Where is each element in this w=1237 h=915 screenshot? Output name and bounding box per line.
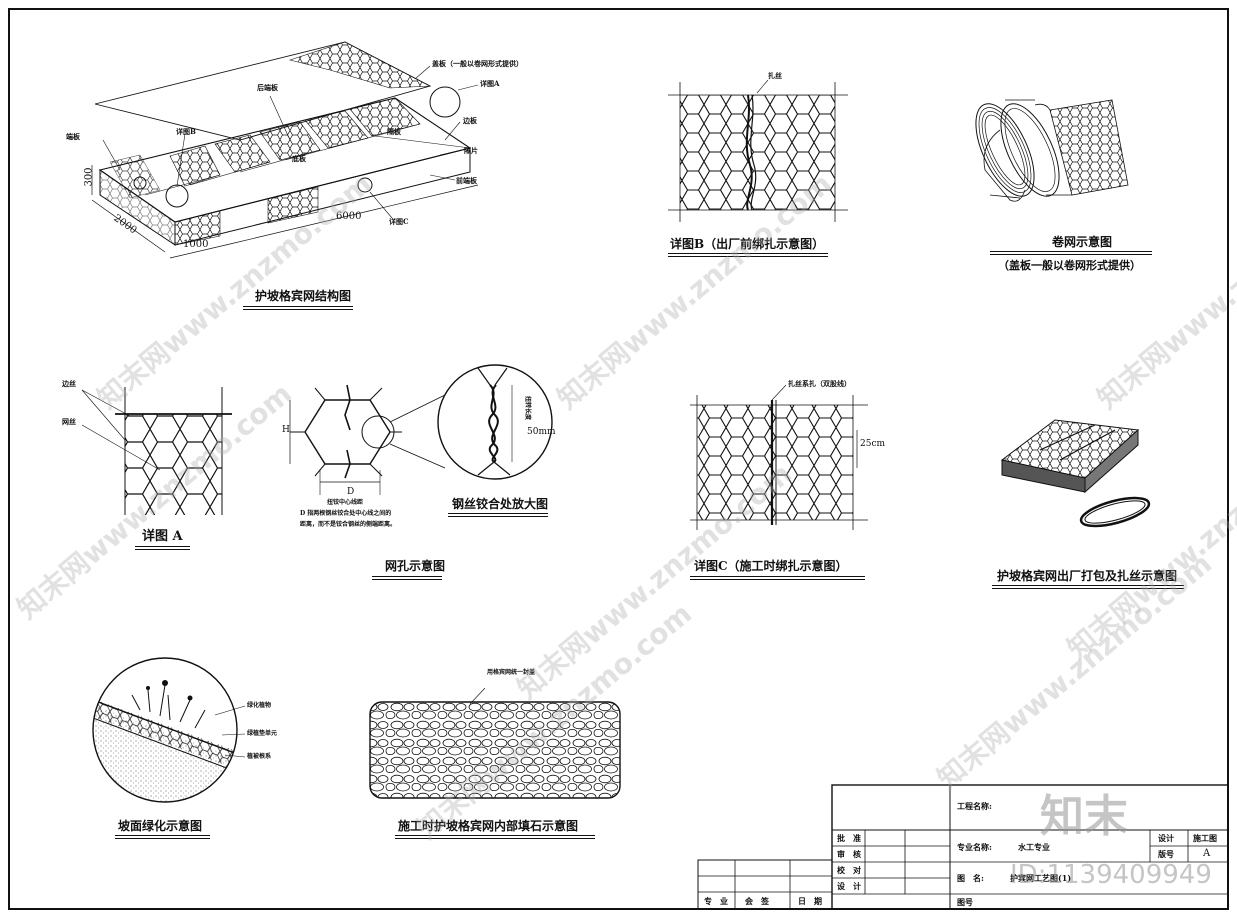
tb-specialty-value: 水工专业	[1018, 842, 1050, 852]
sheet-border	[8, 8, 1229, 910]
label-d-note-2: 距离，而不是铰合钢丝的侧端距离。	[300, 521, 397, 528]
dim-300: 300	[83, 167, 95, 187]
label-end-panel: 端板	[66, 132, 80, 141]
caption-mesh-hole: 网孔示意图	[385, 559, 446, 573]
label-mesh-wire: 网丝	[62, 417, 76, 426]
label-twist-dim: 50mm	[527, 427, 556, 437]
label-partition-piece: 隔片	[464, 146, 478, 155]
tb-design-stage-value: 施工图	[1193, 833, 1217, 843]
mesh-hole-drawing	[289, 384, 446, 495]
tb-sign-specialty: 专 业	[704, 896, 728, 906]
underline-detail-a	[135, 546, 190, 550]
label-d-note-1: D 指两根钢丝铰合处中心线之间的	[300, 510, 392, 517]
underline-greening	[115, 835, 210, 839]
underline-twist	[448, 513, 548, 517]
tb-drawing-name-label: 图 名:	[957, 873, 984, 883]
caption-detail-c: 详图C（施工时绑扎示意图）	[694, 559, 848, 573]
underline-stone	[395, 835, 595, 839]
underline-structure	[243, 306, 353, 310]
label-partition: 隔板	[387, 127, 401, 136]
tb-specialty-label: 专业名称:	[957, 842, 992, 852]
label-edge-wire: 边丝	[62, 379, 76, 388]
tb-sign-date: 日 期	[798, 896, 822, 906]
tb-version-label: 版号	[1158, 849, 1174, 859]
roll-mesh-drawing	[975, 99, 1129, 202]
underline-detail-c	[690, 576, 865, 580]
caption-roll-sub: （盖板一般以卷网形式提供）	[998, 259, 1141, 272]
greening-drawing	[92, 657, 246, 803]
detail-c-drawing	[690, 384, 868, 530]
tb-sign-countersign: 会 签	[745, 896, 769, 906]
label-front-panel: 前端板	[456, 176, 477, 185]
dim-1000: 1000	[183, 239, 209, 250]
label-binding-double: 扎丝系扎（双股线）	[788, 379, 851, 388]
detail-b-drawing	[668, 79, 848, 222]
label-cover: 盖板（一般以卷网形式提供）	[432, 59, 523, 68]
label-d: D	[347, 487, 355, 497]
caption-roll: 卷网示意图	[1052, 235, 1113, 249]
label-h: H	[282, 425, 290, 435]
tb-design-stage-label: 设计	[1158, 833, 1174, 843]
label-binding-wire: 扎丝	[768, 71, 782, 80]
caption-detail-b: 详图B（出厂前绑扎示意图）	[670, 237, 825, 251]
tb-review: 审 核	[837, 849, 861, 859]
watermark-id: ID:1139409949	[1010, 860, 1212, 890]
underline-roll	[990, 251, 1152, 255]
stone-fill-drawing	[369, 687, 621, 799]
tb-drawing-no-label: 图号	[957, 897, 973, 907]
underline-mesh-hole	[372, 576, 442, 580]
label-plant: 绿化植物	[247, 702, 272, 709]
label-twist-length: 扭转长度	[524, 395, 532, 421]
detail-a-drawing	[81, 387, 232, 515]
watermark-logo: 知末	[1040, 791, 1128, 842]
tb-project-name-label: 工程名称:	[957, 801, 992, 811]
caption-packaging: 护坡格宾网出厂打包及扎丝示意图	[997, 569, 1178, 583]
label-bottom: 底板	[292, 154, 306, 163]
tb-drawing-name-value: 护宾网工艺图(1)	[1010, 873, 1072, 883]
underline-packaging	[992, 585, 1184, 589]
label-rear-panel: 后端板	[257, 83, 278, 92]
caption-greening: 坡面绿化示意图	[118, 819, 203, 833]
dim-6000: 6000	[336, 211, 362, 222]
tb-approve: 批 准	[837, 833, 861, 843]
label-stone-top: 用格宾网统一封盖	[487, 669, 536, 676]
label-soil: 植被根系	[247, 753, 272, 760]
caption-stone: 施工时护坡格宾网内部填石示意图	[398, 819, 579, 833]
twist-enlarged-drawing	[437, 364, 553, 480]
label-side: 边板	[463, 116, 477, 125]
underline-detail-b	[668, 253, 828, 257]
caption-detail-a: 详图 A	[142, 529, 183, 544]
label-detail-c-ref: 详图C	[389, 217, 409, 226]
caption-structure: 护坡格宾网结构图	[255, 289, 352, 303]
label-detail-b-ref: 详图B	[176, 127, 196, 136]
label-detail-a-ref: 详图A	[480, 79, 500, 88]
packaging-drawing	[1000, 419, 1151, 528]
tb-version-value: A	[1203, 848, 1211, 859]
tb-check: 校 对	[837, 865, 861, 875]
label-25cm: 25cm	[860, 439, 886, 449]
label-center-note: 扭铰中心线距	[327, 499, 364, 506]
label-unit: 绿植垫单元	[247, 730, 278, 737]
gabion-structure-3d	[91, 41, 479, 259]
tb-design: 设 计	[837, 881, 861, 891]
caption-twist: 钢丝铰合处放大图	[452, 497, 549, 511]
title-block-lines	[697, 784, 1229, 910]
